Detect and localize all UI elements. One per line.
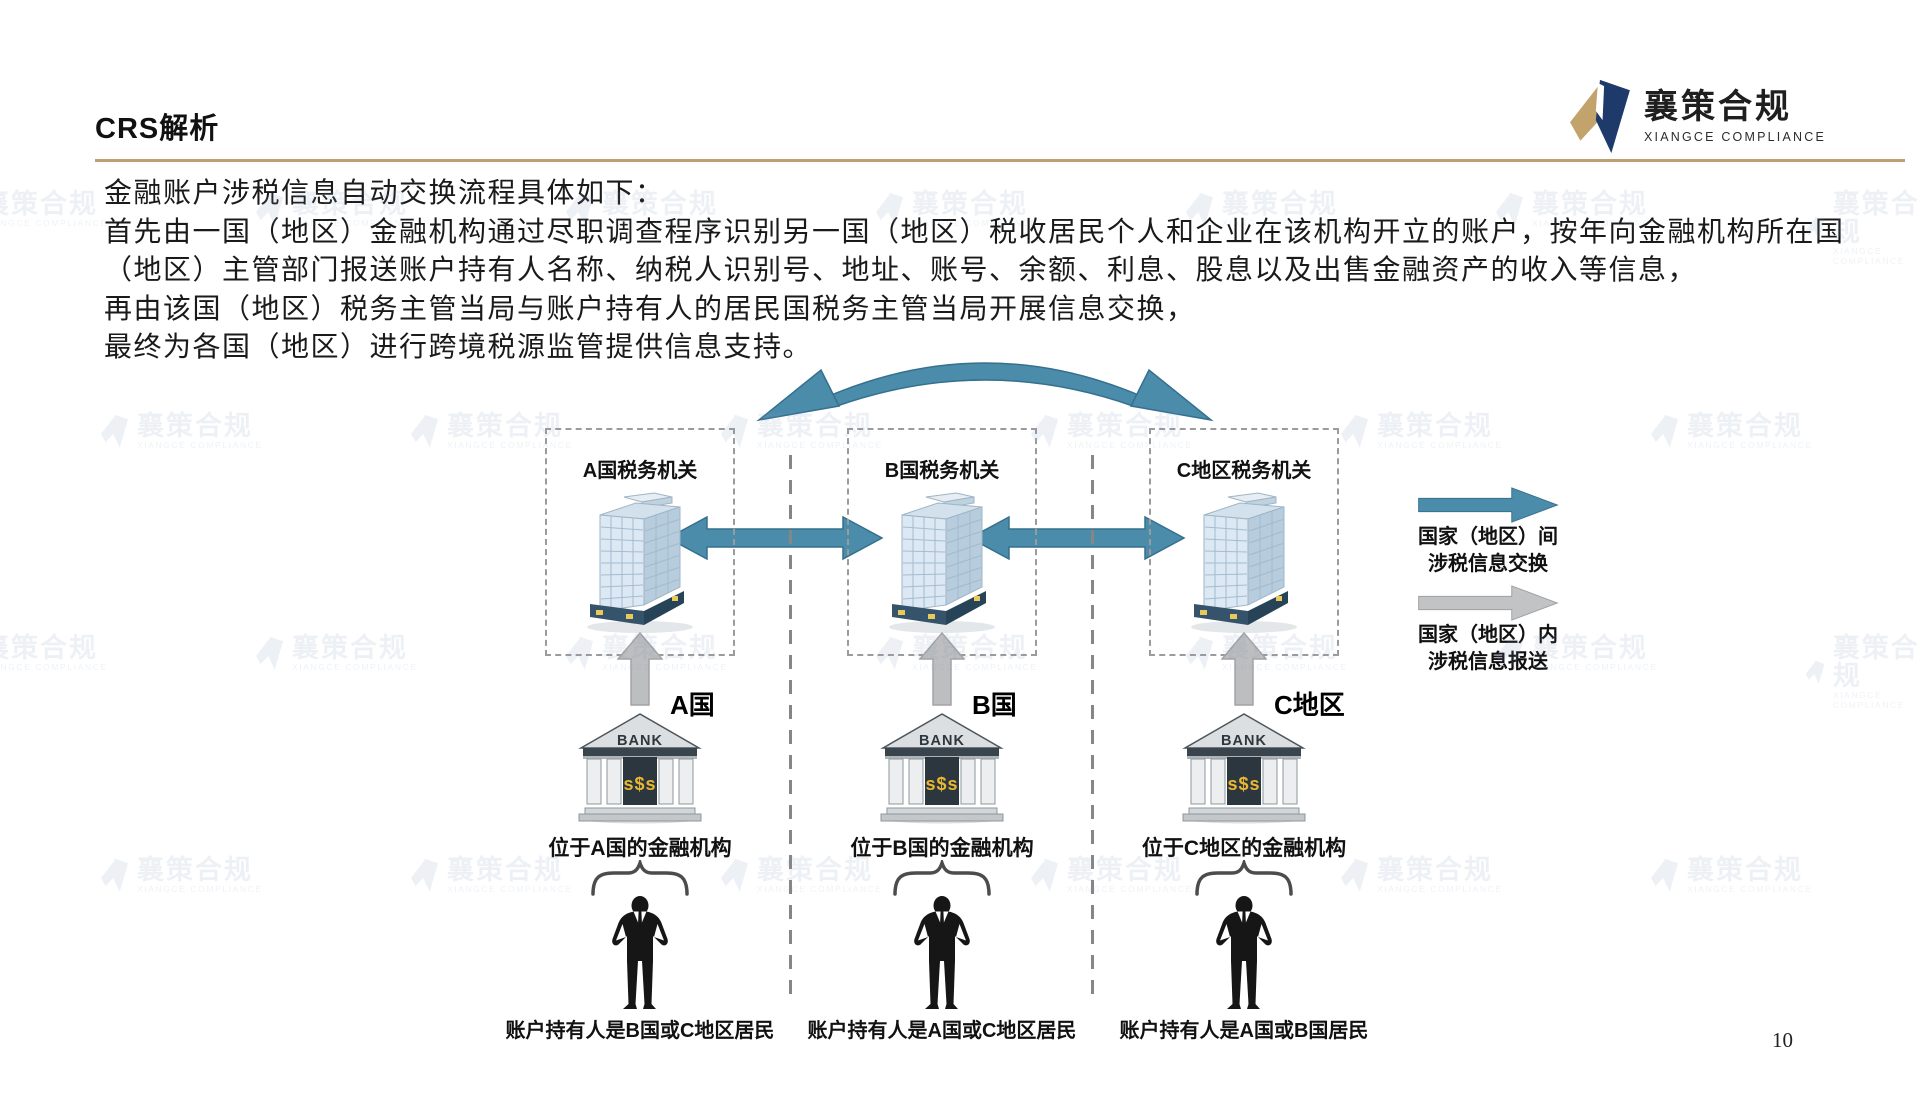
legend-exchange-line1: 国家（地区）间 — [1418, 526, 1558, 548]
bank-sign-text: BANK — [919, 733, 965, 749]
report-up-arrow-icon — [1221, 632, 1267, 706]
bank-sign-text: BANK — [617, 733, 663, 749]
exchange-arrow-a-b-icon — [666, 515, 884, 561]
institution-label: 位于C地区的金融机构 — [1141, 837, 1347, 860]
account-holder-caption: 账户持有人是B国或C地区居民 — [505, 1020, 775, 1042]
logo-name: 襄策合规 — [1644, 88, 1792, 126]
legend-report-arrow-icon — [1418, 585, 1559, 621]
bank-icon: BANK s$s — [578, 713, 702, 824]
page-title: CRS解析 — [95, 113, 220, 145]
bank-money-text: s$s — [623, 774, 656, 794]
account-holder-caption: 账户持有人是A国或C地区居民 — [807, 1020, 1077, 1042]
body-line: 再由该国（地区）税务主管当局与账户持有人的居民国税务主管当局开展信息交换， — [104, 292, 1196, 324]
company-logo: 襄策合规 XIANGCE COMPLIANCE — [1568, 76, 1826, 156]
account-holder-person-icon — [1216, 896, 1272, 1009]
brace-icon — [591, 860, 689, 896]
bank-icon: BANK s$s — [880, 713, 1004, 824]
report-up-arrow-icon — [919, 632, 965, 706]
bank-money-text: s$s — [925, 774, 958, 794]
institution-label: 位于A国的金融机构 — [548, 837, 732, 860]
office-building-icon — [889, 492, 995, 633]
body-paragraph: 金融账户涉税信息自动交换流程具体如下： 首先由一国（地区）金融机构通过尽职调查程… — [104, 174, 1904, 367]
body-line: （地区）主管部门报送账户持有人名称、纳税人识别号、地址、账号、余额、利息、股息以… — [104, 254, 1698, 285]
bank-money-text: s$s — [1227, 774, 1260, 794]
logo-text: 襄策合规 XIANGCE COMPLIANCE — [1644, 88, 1826, 144]
diagram-legend: 国家（地区）间 涉税信息交换 国家（地区）内 涉税信息报送 — [1396, 486, 1580, 676]
title-divider-rule — [95, 159, 1905, 162]
exchange-arrow-b-c-icon — [968, 515, 1186, 561]
brace-icon — [1195, 860, 1293, 896]
office-building-icon — [1191, 492, 1297, 633]
legend-report-line2: 涉税信息报送 — [1428, 651, 1548, 673]
region-label: C地区 — [1274, 690, 1345, 720]
tax-authority-label: A国税务机关 — [582, 460, 698, 482]
logo-subtitle: XIANGCE COMPLIANCE — [1644, 130, 1826, 144]
legend-exchange-arrow-icon — [1418, 487, 1559, 523]
legend-report-line1: 国家（地区）内 — [1418, 624, 1558, 646]
brace-icon — [893, 860, 991, 896]
account-holder-caption: 账户持有人是A国或B国居民 — [1119, 1020, 1369, 1042]
bank-icon: BANK s$s — [1182, 713, 1306, 824]
body-line: 最终为各国（地区）进行跨境税源监管提供信息支持。 — [104, 331, 813, 362]
arch-exchange-arrow-icon — [756, 362, 1214, 422]
zone-divider — [789, 455, 792, 1000]
office-building-icon — [587, 492, 693, 633]
column-region-c: C地区税务机关 — [1094, 420, 1394, 1050]
legend-exchange-line2: 涉税信息交换 — [1428, 553, 1548, 575]
account-holder-person-icon — [914, 896, 970, 1009]
page-number: 10 — [1772, 1028, 1793, 1052]
country-label: B国 — [972, 690, 1017, 720]
logo-icon — [1570, 79, 1630, 154]
column-country-b: B国税务机关 — [792, 420, 1092, 1050]
body-line: 金融账户涉税信息自动交换流程具体如下： — [104, 177, 665, 208]
zone-divider — [1091, 455, 1094, 1000]
account-holder-person-icon — [612, 896, 668, 1009]
tax-authority-label: C地区税务机关 — [1176, 460, 1312, 482]
report-up-arrow-icon — [617, 632, 663, 706]
institution-label: 位于B国的金融机构 — [850, 837, 1034, 860]
column-country-a: A国税务机关 — [490, 420, 790, 1050]
bank-sign-text: BANK — [1221, 733, 1267, 749]
body-line: 首先由一国（地区）金融机构通过尽职调查程序识别另一国（地区）税收居民个人和企业在… — [104, 215, 1845, 247]
country-label: A国 — [670, 690, 715, 720]
tax-authority-label: B国税务机关 — [884, 460, 1000, 482]
